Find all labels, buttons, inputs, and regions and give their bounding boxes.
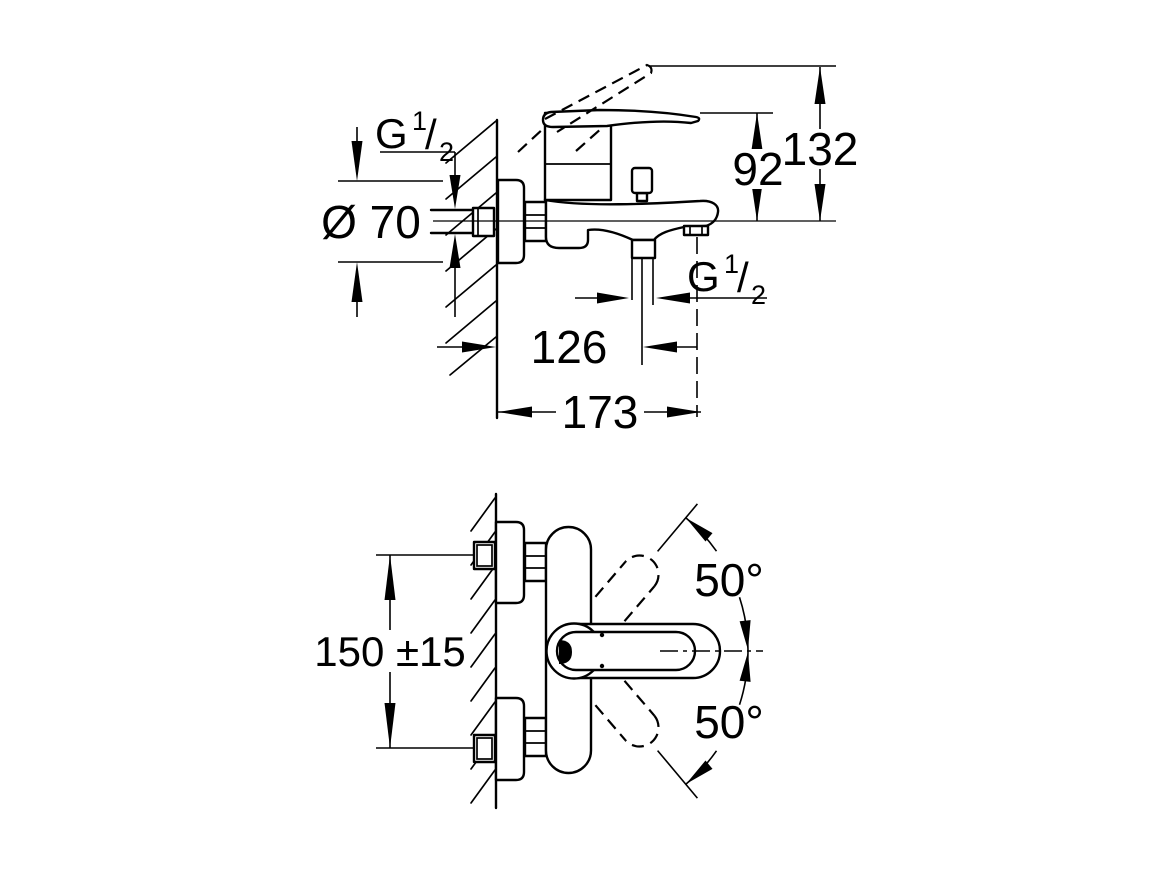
handle-rotated-down-dashed [594,680,660,748]
handle-detail-dot-bottom [599,663,605,669]
lever-handle-top [541,108,701,129]
dim-g-half-wall-slash: / [425,111,437,158]
supply-connection-top [429,206,496,238]
angle-dimension-top: 50° [656,503,764,652]
top-view-drawing: G 1 / 2 Ø 70 92 [321,63,859,438]
handle-rotated-up-dashed [594,554,660,622]
diverter-knob [630,166,654,203]
dim-g-half-shower-numerator: 1 [724,249,739,279]
dim-g-half-shower-label: G [687,253,720,300]
lower-connection [472,696,548,782]
dim-92-label: 92 [732,143,783,195]
shower-outlet [630,238,657,365]
dim-g-half-shower-denominator: 2 [751,280,766,310]
dim-150-label: 150 ±15 [314,628,466,675]
temp-indicator-dot [559,640,572,664]
dimension-150: 150 ±15 [314,554,473,749]
dimension-92: 92 [732,113,784,221]
dim-132-label: 132 [782,123,859,175]
aerator [682,224,710,237]
dim-g-half-wall-label: G [375,110,408,157]
dimension-132: 132 [782,67,859,221]
angle-top-label: 50° [694,554,764,606]
angle-dimension-bottom: 50° [656,650,764,799]
angle-bottom-label: 50° [694,696,764,748]
dimension-g-half-shower: G 1 / 2 [575,249,767,310]
dim-173-label: 173 [562,386,639,438]
dim-g-half-wall-numerator: 1 [412,106,427,136]
dimension-173: 173 [498,386,701,438]
lever-raised-dashed [517,63,653,153]
front-view-drawing: 50° 50° 150 ±15 [314,492,764,810]
dimension-126: 126 [437,321,697,373]
dim-g-half-shower-slash: / [737,254,749,301]
spout [543,198,720,250]
dim-126-label: 126 [531,321,608,373]
handle-detail-dot-top [599,632,605,638]
upper-connection [472,520,548,605]
dim-dia-70-label: Ø 70 [321,196,421,248]
dimension-g-half-wall: G 1 / 2 [375,106,461,317]
dimension-dia-70: Ø 70 [321,127,443,317]
dim-g-half-wall-denominator: 2 [439,137,454,167]
